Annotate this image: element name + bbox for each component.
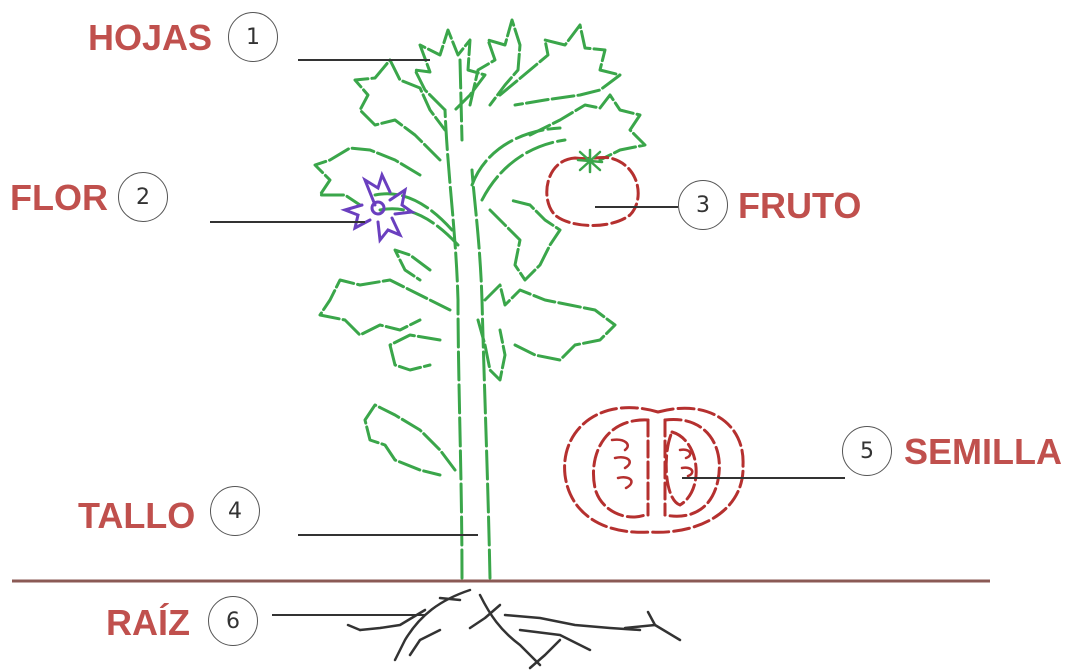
plant-stem (375, 60, 565, 578)
label-semilla: SEMILLA (904, 434, 1062, 470)
label-flor: FLOR (10, 180, 108, 216)
fruit (547, 157, 638, 225)
label-hojas: HOJAS (88, 20, 212, 56)
roots (348, 590, 680, 668)
fruit-calyx (578, 150, 602, 172)
number-badge-semilla: 5 (842, 426, 892, 476)
number-badge-raiz: 6 (208, 596, 258, 646)
number-badge-flor: 2 (118, 172, 168, 222)
seeds (612, 440, 692, 488)
label-raiz: RAÍZ (106, 605, 190, 641)
number-badge-fruto: 3 (678, 180, 728, 230)
leader-lines (210, 60, 845, 615)
fruit-cross-section (565, 408, 744, 533)
number-badge-tallo: 4 (210, 486, 260, 536)
flower (345, 175, 412, 240)
label-tallo: TALLO (78, 498, 195, 534)
label-fruto: FRUTO (738, 188, 861, 224)
number-badge-hojas: 1 (228, 12, 278, 62)
